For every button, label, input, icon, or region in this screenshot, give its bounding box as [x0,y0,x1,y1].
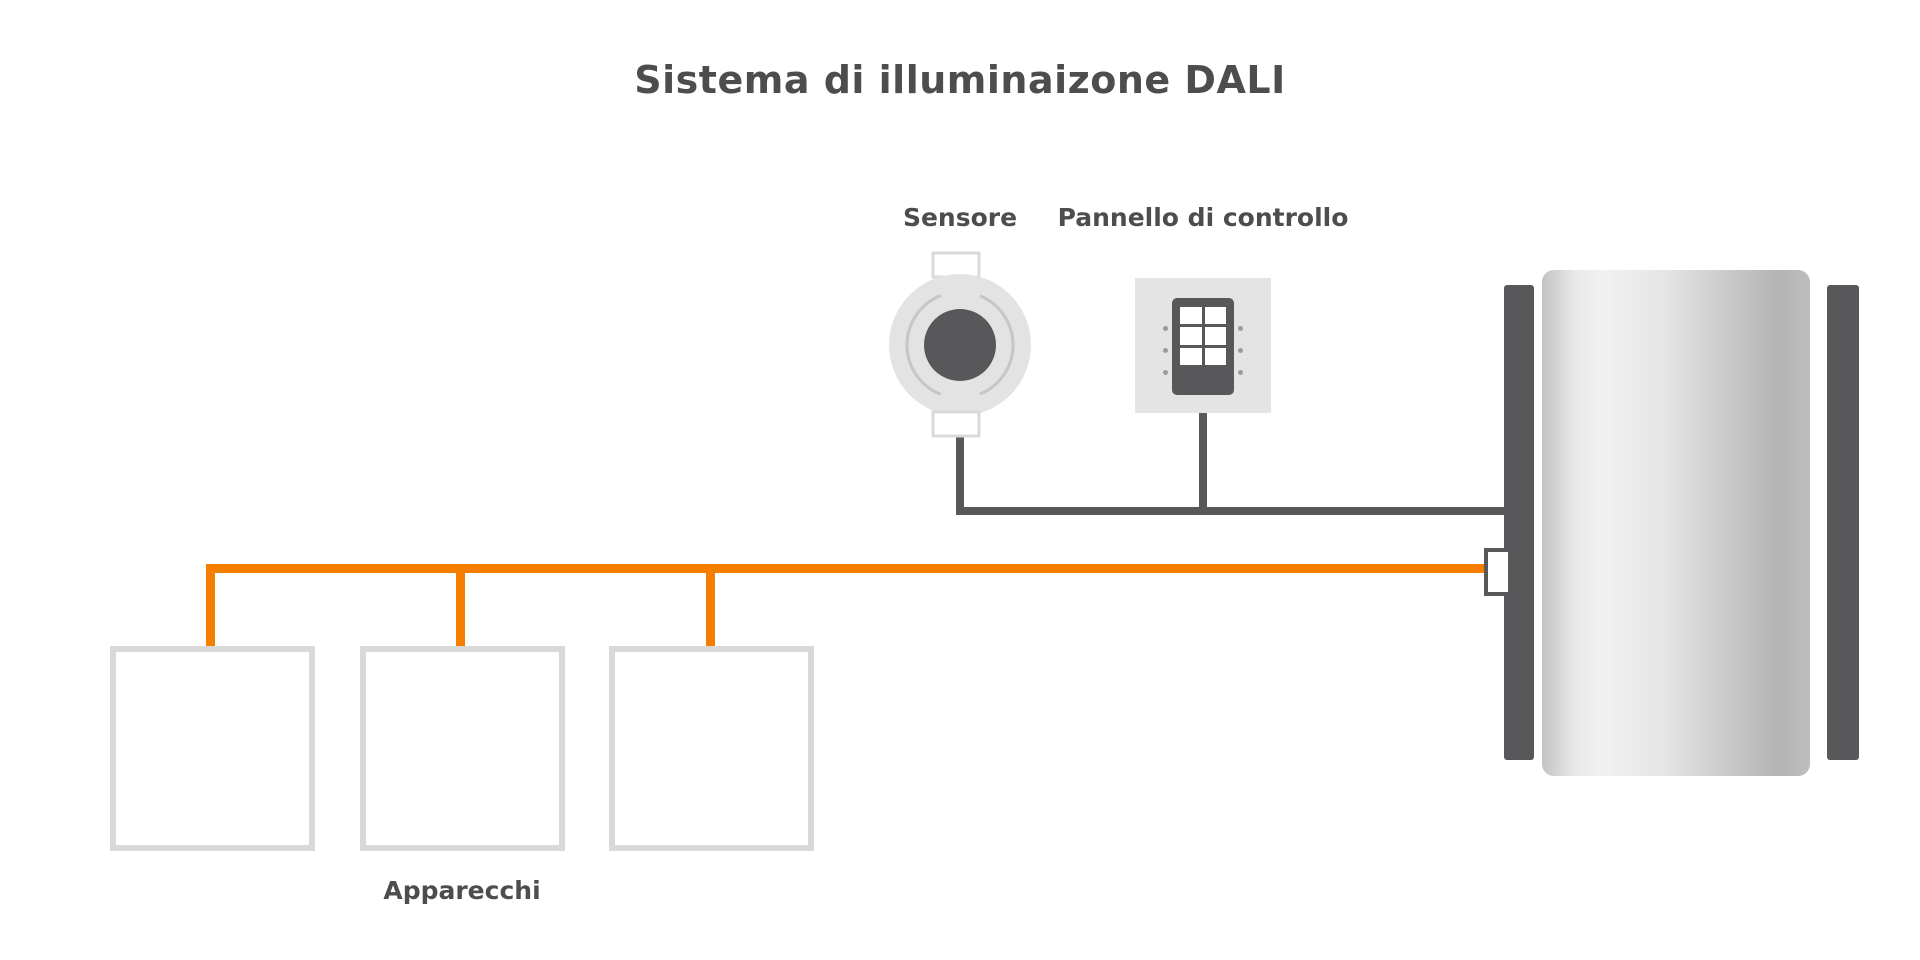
dali-drop-wire-3 [706,564,715,652]
control-panel-wire [1199,408,1207,514]
page-title: Sistema di illuminaizone DALI [634,58,1286,102]
dali-drop-wire-1 [206,564,215,652]
panel-button [1180,327,1202,345]
sensor-label: Sensore [902,203,1018,232]
panel-screw-dot [1163,348,1168,353]
fixture-1 [110,646,315,851]
control-bus-wire [956,507,1508,515]
panel-button [1204,327,1226,345]
fixture-3 [609,646,814,851]
dali-bus-wire [206,564,1488,573]
control-panel-label: Pannello di controllo [1057,203,1349,232]
panel-screw-dot [1238,348,1243,353]
panel-screw-dot [1163,326,1168,331]
panel-screw-dot [1238,370,1243,375]
sensor-wire [956,433,964,514]
panel-button [1204,307,1226,325]
control-panel-icon [1135,278,1271,413]
dali-bus-connector [1484,548,1512,596]
panel-button [1180,307,1202,325]
sensor-icon [889,251,1031,438]
panel-screw-dot [1163,370,1168,375]
panel-screw-dot [1238,326,1243,331]
panel-button-grid [1180,307,1226,365]
fixtures-label: Apparecchi [383,876,541,905]
driver-unit-right-bracket [1827,285,1859,760]
panel-button [1204,347,1226,365]
driver-unit-left-bracket [1504,285,1534,760]
driver-unit-body [1542,270,1810,776]
panel-keypad [1172,298,1234,395]
dali-drop-wire-2 [456,564,465,652]
panel-button [1180,347,1202,365]
fixture-2 [360,646,565,851]
